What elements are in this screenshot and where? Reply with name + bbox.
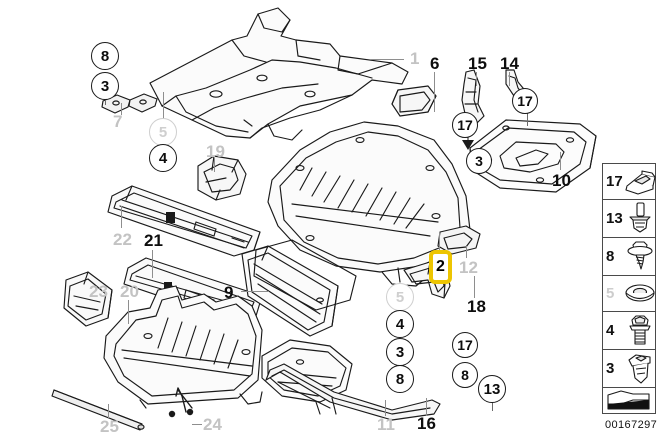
- leader-line-11: [385, 400, 386, 416]
- bubble-5-left[interactable]: 5: [149, 118, 177, 146]
- leader-line-2: [439, 232, 440, 254]
- flanged-screw-icon: [622, 238, 658, 275]
- label-6: 6: [430, 54, 440, 73]
- label-12: 12: [459, 258, 478, 277]
- leader-line-7: [121, 103, 122, 115]
- leader-line-25: [108, 404, 109, 418]
- diagram-id-text: 00167297: [605, 419, 658, 431]
- leader-line-6: [434, 72, 435, 112]
- label-25: 25: [100, 417, 119, 436]
- leader-line-12: [466, 246, 467, 258]
- legend-number-8: 8: [606, 248, 615, 265]
- label-19: 19: [206, 142, 225, 161]
- bubble-8-lowerright[interactable]: 8: [452, 362, 478, 388]
- spring-clip-icon: [622, 164, 658, 199]
- label-18: 18: [467, 297, 486, 316]
- leader-line-14: [509, 72, 510, 86]
- bubble-3-topleft[interactable]: 3: [91, 72, 119, 100]
- legend-number-17: 17: [606, 173, 623, 190]
- leader-line-1: [370, 59, 404, 60]
- leader-line-18: [474, 276, 475, 298]
- legend-row-17[interactable]: 17: [603, 164, 658, 200]
- hex-bolt-icon: [622, 312, 658, 349]
- washer-ring-icon: [622, 276, 658, 311]
- legend-row-8[interactable]: 8: [603, 238, 655, 276]
- label-23: 23: [89, 282, 108, 301]
- bubble-8-lower[interactable]: 8: [386, 365, 414, 393]
- leader-line-22: [121, 206, 122, 228]
- label-22: 22: [113, 230, 132, 249]
- leader-line-bubble-3-top: [105, 95, 106, 105]
- bubble-13-bottom[interactable]: 13: [478, 375, 506, 403]
- push-in-clip-icon: [622, 350, 658, 387]
- expanding-rivet-icon: [622, 200, 658, 237]
- bubble-5-lower[interactable]: 5: [386, 283, 414, 311]
- legend-number-13: 13: [606, 210, 623, 227]
- legend-number-5: 5: [606, 285, 615, 302]
- leader-line-15: [476, 72, 477, 86]
- panel-shape-icon: [603, 388, 655, 415]
- leader-line-20: [128, 300, 129, 324]
- leader-line-9: [241, 291, 269, 292]
- legend-row-4[interactable]: 4: [603, 312, 655, 350]
- leader-line-bubble-17-up: [527, 108, 528, 126]
- highlighted-part-label-2[interactable]: 2: [429, 250, 452, 284]
- label-21: 21: [144, 231, 163, 250]
- bubble-8-topleft[interactable]: 8: [91, 42, 119, 70]
- legend-row-5[interactable]: 5: [603, 276, 655, 312]
- leader-line-21: [152, 250, 153, 278]
- bubble-4-left[interactable]: 4: [149, 144, 177, 172]
- legend-number-4: 4: [606, 322, 615, 339]
- leader-line-16: [426, 398, 427, 416]
- label-9: 9: [224, 283, 234, 302]
- bubble-17-right[interactable]: 17: [512, 88, 538, 114]
- label-1: 1: [410, 49, 420, 68]
- leader-line-19: [214, 158, 215, 172]
- leader-line-10: [560, 152, 561, 170]
- label-7: 7: [113, 112, 123, 131]
- bubble-3-lower[interactable]: 3: [386, 338, 414, 366]
- fastener-legend-panel: 17 13: [602, 163, 656, 414]
- leader-line-5-4: [163, 92, 164, 120]
- label-15: 15: [468, 54, 487, 73]
- leader-line-24: [192, 424, 202, 425]
- label-10: 10: [552, 171, 571, 190]
- bubble-3-center[interactable]: 3: [466, 148, 492, 174]
- label-14: 14: [500, 54, 519, 73]
- legend-row-panel-shape[interactable]: [603, 388, 655, 415]
- label-16: 16: [417, 414, 436, 433]
- bubble-4-lower[interactable]: 4: [386, 310, 414, 338]
- label-24: 24: [203, 415, 222, 434]
- label-11: 11: [377, 415, 395, 434]
- bubble-17-upper[interactable]: 17: [452, 112, 478, 138]
- legend-number-3: 3: [606, 360, 615, 377]
- label-20: 20: [120, 282, 139, 301]
- legend-row-3[interactable]: 3: [603, 350, 655, 388]
- bubble-17-lower[interactable]: 17: [452, 332, 478, 358]
- legend-row-13[interactable]: 13: [603, 200, 655, 238]
